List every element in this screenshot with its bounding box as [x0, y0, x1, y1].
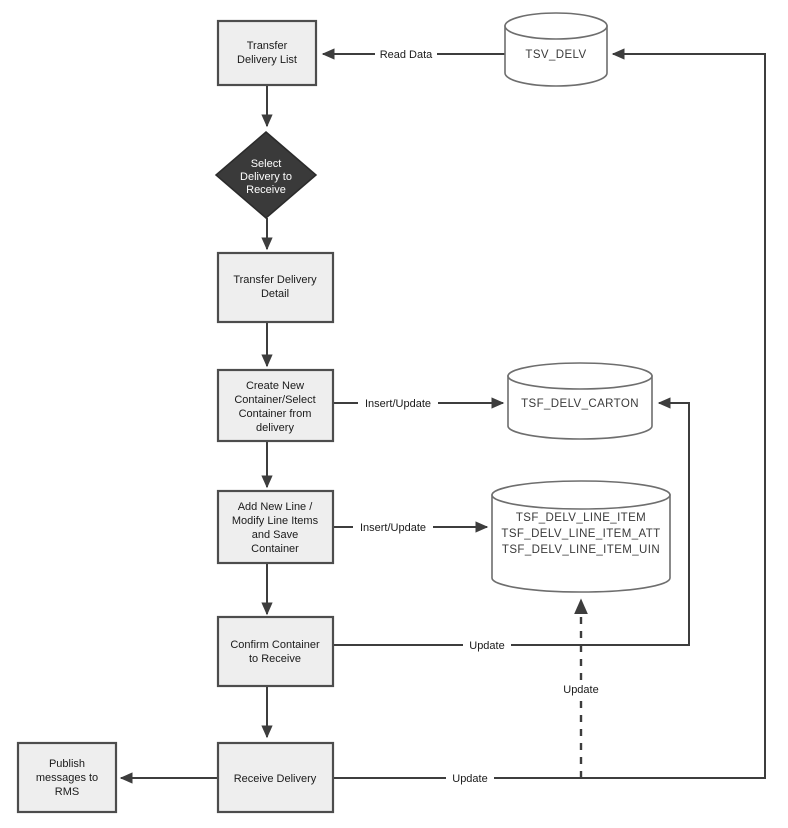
datastore-tsf-delv-carton-label: TSF_DELV_CARTON	[521, 398, 639, 410]
edge-label-update-tsv-text: Update	[452, 773, 487, 785]
node-create-new-container-line-3: delivery	[256, 422, 294, 434]
node-select-delivery-to-receive[interactable]: Select Delivery to Receive	[214, 131, 318, 219]
node-publish-messages-line-1: messages to	[36, 772, 98, 784]
node-select-delivery-line-2: Receive	[246, 184, 286, 196]
datastore-tsv-delv[interactable]: TSV_DELV	[504, 12, 608, 87]
edge-receive-to-tsv	[332, 48, 766, 779]
node-create-new-container-line-2: Container from	[239, 408, 312, 420]
edge-label-update-carton: Update	[463, 637, 511, 653]
datastore-line-item-label-1: TSF_DELV_LINE_ITEM_ATT	[501, 528, 660, 540]
edge-label-read-data-text: Read Data	[380, 49, 433, 61]
edge-label-update-lineitem: Update	[557, 681, 605, 697]
node-publish-messages-line-2: RMS	[55, 786, 79, 798]
node-receive-delivery-line-0: Receive Delivery	[234, 773, 317, 785]
edge-label-read-data: Read Data	[375, 46, 437, 62]
node-transfer-delivery-list[interactable]: Transfer Delivery List	[216, 19, 318, 87]
edge-label-update-carton-text: Update	[469, 640, 504, 652]
node-transfer-delivery-detail[interactable]: Transfer Delivery Detail	[216, 251, 335, 324]
edge-label-insert-update-lineitem: Insert/Update	[353, 519, 433, 535]
node-transfer-delivery-detail-line-1: Detail	[261, 288, 289, 300]
edge-label-insert-update-carton-text: Insert/Update	[365, 398, 431, 410]
datastore-line-item-label-0: TSF_DELV_LINE_ITEM	[516, 512, 646, 524]
node-create-new-container-line-1: Container/Select	[234, 394, 315, 406]
node-create-new-container-line-0: Create New	[246, 380, 304, 392]
node-transfer-delivery-list-line-0: Transfer	[247, 40, 288, 52]
datastore-tsf-delv-carton[interactable]: TSF_DELV_CARTON	[507, 362, 653, 440]
node-publish-messages[interactable]: Publish messages to RMS	[16, 741, 118, 814]
edge-label-insert-update-lineitem-text: Insert/Update	[360, 522, 426, 534]
node-create-new-container[interactable]: Create New Container/Select Container fr…	[216, 368, 335, 443]
node-add-new-line-line-1: Modify Line Items	[232, 515, 319, 527]
node-select-delivery-line-1: Delivery to	[240, 171, 292, 183]
node-confirm-container-line-1: to Receive	[249, 653, 301, 665]
node-confirm-container[interactable]: Confirm Container to Receive	[216, 615, 335, 688]
datastore-line-item-label-2: TSF_DELV_LINE_ITEM_UIN	[502, 544, 660, 556]
node-add-new-line[interactable]: Add New Line / Modify Line Items and Sav…	[216, 489, 335, 565]
edge-label-insert-update-carton: Insert/Update	[358, 395, 438, 411]
edge-label-update-tsv: Update	[446, 770, 494, 786]
datastore-tsf-delv-line-item[interactable]: TSF_DELV_LINE_ITEM TSF_DELV_LINE_ITEM_AT…	[491, 480, 671, 593]
datastore-tsv-delv-label: TSV_DELV	[525, 49, 586, 61]
node-add-new-line-line-3: Container	[251, 543, 299, 555]
node-select-delivery-line-0: Select	[251, 158, 282, 170]
node-confirm-container-line-0: Confirm Container	[230, 639, 320, 651]
node-add-new-line-line-2: and Save	[252, 529, 298, 541]
edge-label-update-lineitem-text: Update	[563, 684, 598, 696]
node-transfer-delivery-detail-line-0: Transfer Delivery	[233, 274, 317, 286]
node-transfer-delivery-list-line-1: Delivery List	[237, 54, 297, 66]
node-add-new-line-line-0: Add New Line /	[238, 501, 314, 513]
node-publish-messages-line-0: Publish	[49, 758, 85, 770]
node-receive-delivery[interactable]: Receive Delivery	[216, 741, 335, 814]
